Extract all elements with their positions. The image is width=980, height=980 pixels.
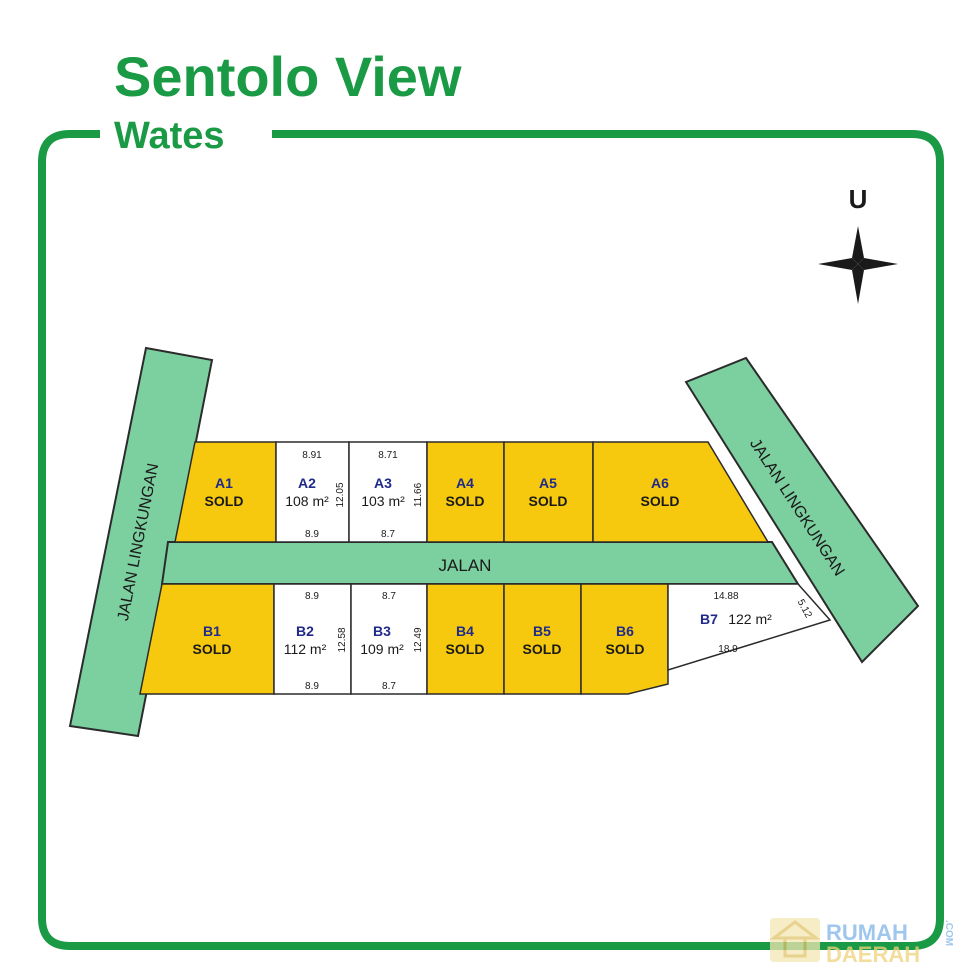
lot-dimension-bottom: 8.7 [382, 681, 396, 692]
lot-a4[interactable]: A4 SOLD [426, 441, 505, 543]
lot-status: SOLD [523, 641, 562, 657]
lot-status: SOLD [446, 493, 485, 509]
lot-dimension-top: 8.7 [382, 591, 396, 602]
lot-b4[interactable]: B4 SOLD [426, 583, 505, 695]
lot-b3[interactable]: 8.7 B3 109 m² 12.49 8.7 [350, 583, 428, 695]
compass-rose-icon [818, 226, 898, 304]
lot-label: B4 [456, 623, 474, 639]
lot-status: SOLD [446, 641, 485, 657]
map-frame [38, 130, 944, 950]
watermark-brand-suffix: .COM [943, 920, 954, 946]
lot-status: SOLD [193, 641, 232, 657]
lot-area: 109 m² [360, 641, 404, 657]
lot-b5[interactable]: B5 SOLD [503, 583, 582, 695]
road-main-label: JALAN [439, 556, 492, 575]
lot-status: SOLD [205, 493, 244, 509]
page-subtitle: Wates [114, 115, 225, 157]
lot-dimension-side: 11.66 [413, 482, 424, 507]
house-icon [769, 918, 821, 962]
lot-dimension-side: 12.49 [413, 627, 424, 652]
lot-area: 112 m² [284, 641, 327, 657]
lot-label: A2 [298, 475, 316, 491]
lot-status: SOLD [529, 493, 568, 509]
lot-a6[interactable]: A6 SOLD [592, 441, 770, 543]
lot-dimension-bottom: 8.9 [305, 529, 319, 540]
lot-dimension-bottom: 8.7 [381, 529, 395, 540]
lot-label: A3 [374, 475, 392, 491]
lot-dimension-side: 12.05 [335, 482, 346, 507]
lot-b1[interactable]: B1 SOLD [139, 583, 275, 695]
lot-b6[interactable]: B6 SOLD [580, 583, 669, 695]
lot-dimension-top: 8.91 [302, 450, 322, 461]
lot-dimension-bottom: 8.9 [305, 681, 319, 692]
lot-a5[interactable]: A5 SOLD [503, 441, 594, 543]
lot-dimension-top: 8.9 [305, 591, 319, 602]
lot-status: SOLD [606, 641, 645, 657]
lot-a3[interactable]: 8.71 A3 103 m² 11.66 8.7 [348, 441, 428, 543]
lot-b7[interactable]: 14.88 B7 122 m² 5.12 18.9 [667, 583, 832, 672]
lot-label: B3 [373, 623, 391, 639]
lot-label: A6 [651, 475, 669, 491]
lot-b2[interactable]: 8.9 B2 112 m² 12.58 8.9 [273, 583, 352, 695]
lot-dimension-top: 8.71 [378, 450, 398, 461]
lot-label: A5 [539, 475, 557, 491]
lot-area: 103 m² [361, 493, 405, 509]
road-main: JALAN [160, 541, 800, 585]
lot-a1[interactable]: A1 SOLD [174, 441, 277, 543]
north-label: U [849, 184, 868, 214]
lot-label: A4 [456, 475, 474, 491]
lot-dimension-bottom: 18.9 [718, 644, 738, 655]
watermark-brand-top: RUMAH [826, 920, 908, 945]
lot-label: B2 [296, 623, 314, 639]
watermark-brand-bottom: DAERAH [826, 942, 920, 967]
lot-area: 122 m² [728, 611, 772, 627]
lot-dimension-top: 14.88 [713, 591, 738, 602]
compass: U [818, 184, 898, 304]
lot-area: 108 m² [285, 493, 329, 509]
lot-dimension-side: 12.58 [337, 627, 348, 652]
road-left: JALAN LINGKUNGAN [68, 346, 214, 738]
page-title: Sentolo View [114, 45, 462, 108]
lot-label: B7 [700, 611, 718, 627]
lot-label: B6 [616, 623, 634, 639]
lot-label: B5 [533, 623, 551, 639]
lot-a2[interactable]: 8.91 A2 108 m² 12.05 8.9 [275, 441, 350, 543]
lot-label: A1 [215, 475, 233, 491]
lot-label: B1 [203, 623, 221, 639]
watermark-logo: RUMAH DAERAH .COM [769, 918, 954, 967]
lot-status: SOLD [641, 493, 680, 509]
